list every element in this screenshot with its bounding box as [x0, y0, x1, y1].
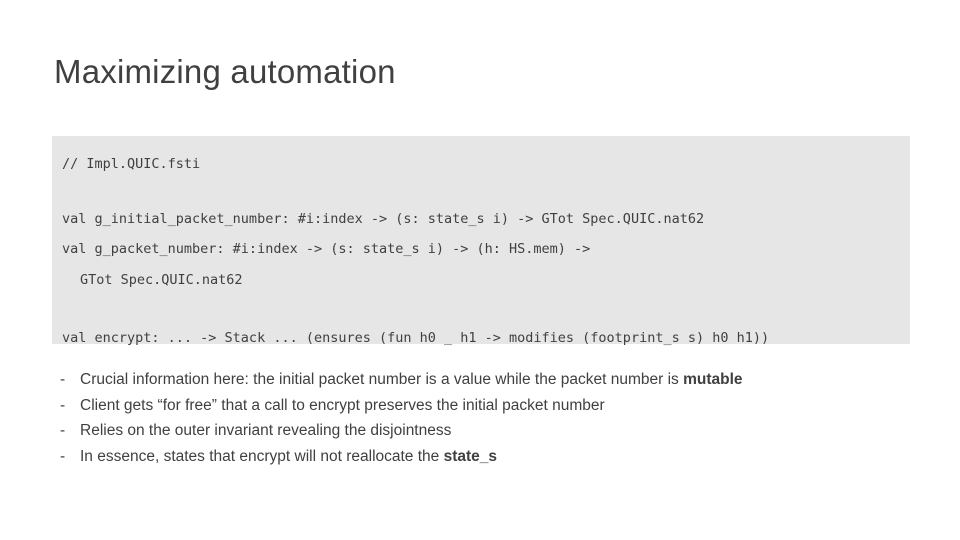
bullet-text: Crucial information here: the initial pa…: [80, 372, 914, 388]
bullet-marker: -: [60, 371, 66, 388]
bullet-list: - Crucial information here: the initial …: [54, 372, 914, 474]
bullet-text: Client gets “for free” that a call to en…: [80, 396, 914, 414]
page-title: Maximizing automation: [54, 53, 396, 90]
code-line-3: GTot Spec.QUIC.nat62: [80, 271, 243, 288]
code-line-1: val g_initial_packet_number: #i:index ->…: [62, 210, 705, 227]
code-line-2: val g_packet_number: #i:index -> (s: sta…: [62, 241, 591, 257]
list-item: - Client gets “for free” that a call to …: [54, 396, 914, 414]
bullet-marker: -: [60, 447, 66, 465]
bullet-marker: -: [60, 422, 66, 439]
code-comment-line: // Impl.QUIC.fsti: [62, 156, 201, 172]
bullet-text-pre: Relies on the outer invariant revealing …: [80, 422, 452, 439]
bullet-text-strong: state_s: [443, 447, 498, 465]
list-item: - Relies on the outer invariant revealin…: [54, 423, 914, 439]
code-line-4: val encrypt: ... -> Stack ... (ensures (…: [62, 330, 770, 346]
bullet-text-pre: In essence, states that encrypt will not…: [80, 447, 444, 465]
bullet-text: In essence, states that encrypt will not…: [80, 447, 914, 465]
list-item: - Crucial information here: the initial …: [54, 372, 914, 388]
bullet-marker: -: [60, 396, 66, 414]
code-block: // Impl.QUIC.fsti val g_initial_packet_n…: [52, 136, 910, 346]
list-item: - In essence, states that encrypt will n…: [54, 447, 914, 465]
bullet-text-pre: Client gets “for free” that a call to en…: [80, 396, 605, 414]
bullet-text-strong: mutable: [683, 371, 743, 388]
bullet-text: Relies on the outer invariant revealing …: [80, 423, 914, 439]
bullet-text-pre: Crucial information here: the initial pa…: [80, 371, 684, 388]
